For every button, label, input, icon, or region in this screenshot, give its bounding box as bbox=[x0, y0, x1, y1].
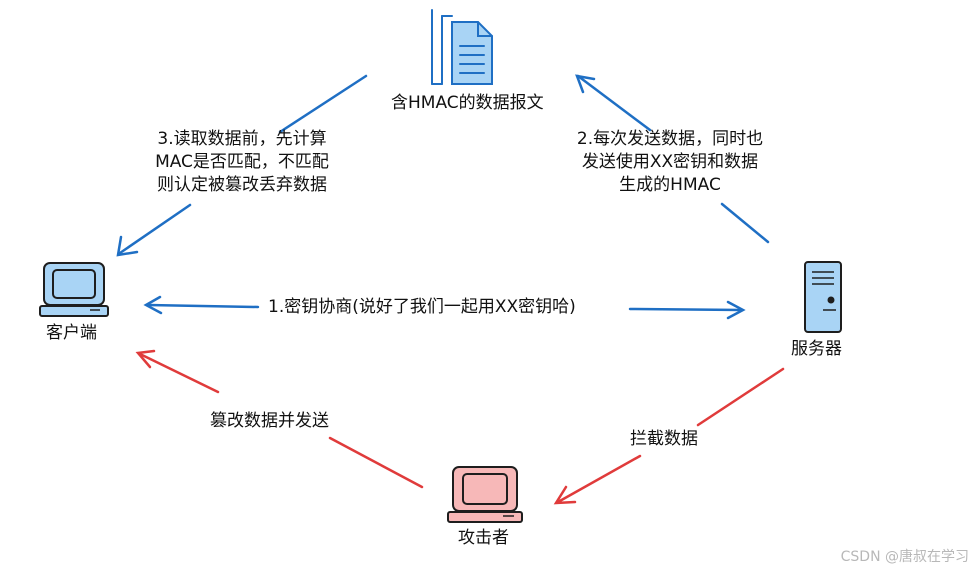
send-edge-label: 2.每次发送数据，同时也 发送使用XX密钥和数据 生成的HMAC bbox=[560, 128, 780, 197]
attacker-label: 攻击者 bbox=[458, 528, 509, 548]
message-label: 含HMAC的数据报文 bbox=[391, 93, 544, 113]
server-tower-icon bbox=[804, 261, 842, 333]
tamper-edge-label: 篡改数据并发送 bbox=[210, 411, 329, 431]
tamper-arrow bbox=[135, 349, 424, 489]
verify-edge-label-line: 3.读取数据前，先计算 bbox=[157, 129, 327, 149]
negotiate-edge-label: 1.密钥协商(说好了我们一起用XX密钥哈) bbox=[268, 297, 576, 317]
verify-edge-label-line: MAC是否匹配，不匹配 bbox=[155, 152, 329, 172]
intercept-edge-label: 拦截数据 bbox=[630, 429, 698, 449]
send-edge-label-line: 2.每次发送数据，同时也 bbox=[576, 129, 764, 149]
document-stack-icon bbox=[431, 9, 493, 85]
watermark: CSDN @唐叔在学习 bbox=[840, 549, 969, 565]
client-label: 客户端 bbox=[46, 323, 97, 343]
verify-edge-label: 3.读取数据前，先计算 MAC是否匹配，不匹配 则认定被篡改丢弃数据 bbox=[132, 128, 352, 197]
send-arrow bbox=[575, 74, 770, 244]
desktop-computer-icon bbox=[447, 466, 523, 523]
verify-arrow bbox=[116, 74, 368, 257]
server-label: 服务器 bbox=[791, 339, 842, 359]
verify-edge-label-line: 则认定被篡改丢弃数据 bbox=[157, 175, 327, 195]
send-edge-label-line: 生成的HMAC bbox=[619, 175, 721, 195]
intercept-arrow bbox=[553, 367, 785, 505]
send-edge-label-line: 发送使用XX密钥和数据 bbox=[581, 152, 759, 172]
negotiate-arrow bbox=[143, 295, 746, 320]
desktop-computer-icon bbox=[39, 262, 109, 317]
